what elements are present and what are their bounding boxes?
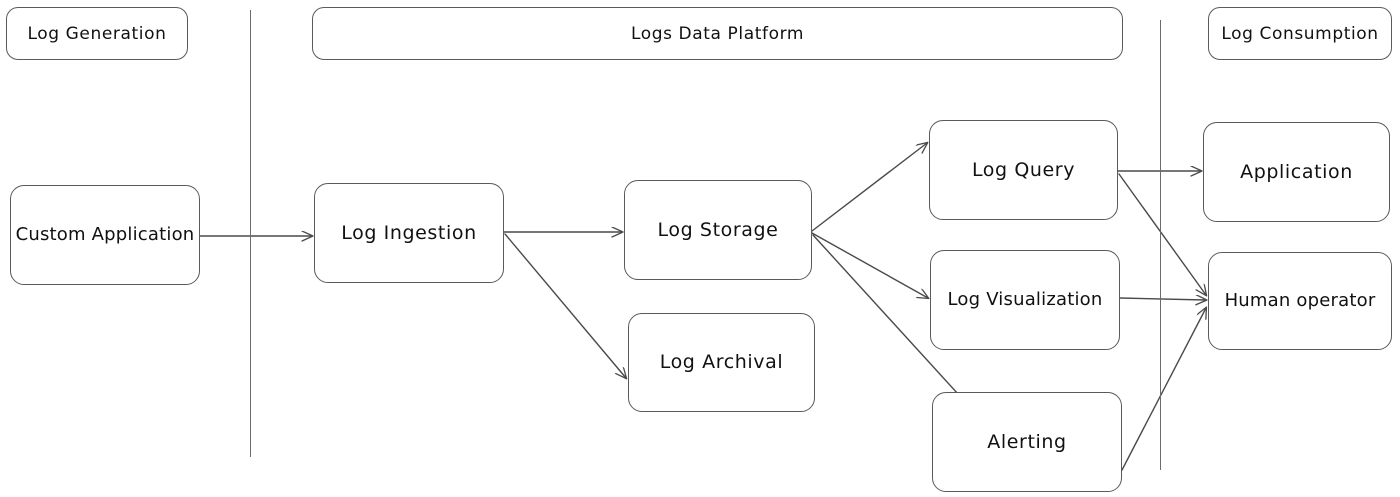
node-log-visualization[interactable]: Log Visualization [930,250,1120,350]
node-alerting[interactable]: Alerting [932,392,1122,492]
node-application[interactable]: Application [1203,122,1390,222]
node-human-operator-label: Human operator [1224,290,1376,312]
edge-log-storage-to-log-query [811,143,927,232]
node-log-storage[interactable]: Log Storage [624,180,812,280]
edge-log-query-to-human-operator [1118,173,1206,295]
generation-platform-divider [250,10,251,457]
group-label-log-consumption: Log Consumption [1208,7,1392,60]
node-log-storage-label: Log Storage [657,218,779,241]
group-label-log-generation: Log Generation [6,7,188,60]
node-alerting-label: Alerting [987,430,1067,453]
node-custom-application[interactable]: Custom Application [10,185,200,285]
platform-consumption-divider [1160,20,1161,470]
node-custom-application-label: Custom Application [15,224,195,246]
node-log-query-label: Log Query [971,158,1076,181]
group-label-log-generation-text: Log Generation [27,23,167,44]
node-log-archival-label: Log Archival [659,351,784,374]
node-log-ingestion[interactable]: Log Ingestion [314,183,504,283]
node-log-visualization-label: Log Visualization [947,289,1103,311]
group-label-logs-data-platform: Logs Data Platform [312,7,1123,60]
node-log-archival[interactable]: Log Archival [628,313,815,412]
node-application-label: Application [1240,160,1353,183]
edge-log-storage-to-log-visualization [811,232,928,298]
node-human-operator[interactable]: Human operator [1208,252,1392,350]
edge-alerting-to-human-operator [1121,308,1206,471]
node-log-ingestion-label: Log Ingestion [341,221,477,244]
edge-log-visualization-to-human-operator [1119,298,1206,300]
group-label-logs-data-platform-text: Logs Data Platform [630,23,805,44]
edge-log-ingestion-to-log-archival [504,233,626,378]
node-log-query[interactable]: Log Query [929,120,1118,220]
group-label-log-consumption-text: Log Consumption [1221,23,1379,44]
